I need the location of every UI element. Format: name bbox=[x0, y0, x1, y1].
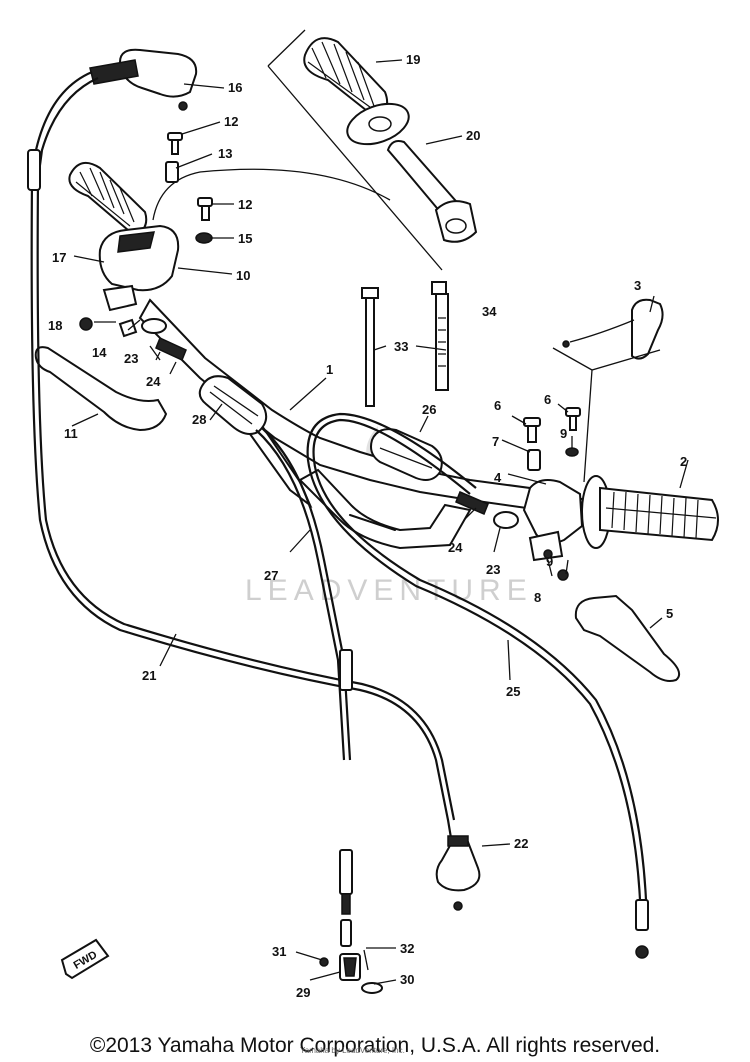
left-lever-holder bbox=[98, 224, 180, 312]
callout-6b: 6 bbox=[544, 392, 551, 407]
callout-27: 27 bbox=[264, 568, 278, 583]
crossbar-pad bbox=[370, 428, 443, 481]
grip-exploded bbox=[303, 37, 410, 146]
right-lever bbox=[574, 594, 680, 682]
throttle-tube bbox=[386, 140, 478, 243]
callout-2: 2 bbox=[680, 454, 687, 469]
callout-11: 11 bbox=[64, 426, 78, 441]
callout-34: 34 bbox=[482, 304, 497, 319]
callout-25: 25 bbox=[506, 684, 520, 699]
cables bbox=[27, 70, 649, 959]
callout-24b: 24 bbox=[448, 540, 463, 555]
footer-subtext: Yamaha by LeadVenture, Inc. bbox=[300, 1046, 405, 1055]
callout-9b: 9 bbox=[546, 554, 553, 569]
callout-13: 13 bbox=[218, 146, 232, 161]
callout-32: 32 bbox=[400, 941, 414, 956]
left-lever bbox=[34, 346, 168, 432]
callout-7: 7 bbox=[492, 434, 499, 449]
leader-lines bbox=[71, 59, 689, 985]
callout-29: 29 bbox=[296, 985, 310, 1000]
callout-30: 30 bbox=[400, 972, 414, 987]
callout-24a: 24 bbox=[146, 374, 161, 389]
callout-labels: 16 12 13 12 15 10 17 18 14 23 24 11 28 1… bbox=[48, 52, 687, 1000]
callout-8: 8 bbox=[534, 590, 541, 605]
callout-18: 18 bbox=[48, 318, 62, 333]
callout-31: 31 bbox=[272, 944, 286, 959]
callout-23b: 23 bbox=[486, 562, 500, 577]
callout-4: 4 bbox=[494, 470, 502, 485]
callout-19: 19 bbox=[406, 52, 420, 67]
callout-1: 1 bbox=[326, 362, 333, 377]
callout-15: 15 bbox=[238, 231, 252, 246]
callout-16: 16 bbox=[228, 80, 242, 95]
callout-10: 10 bbox=[236, 268, 250, 283]
callout-12b: 12 bbox=[238, 197, 252, 212]
callout-21: 21 bbox=[142, 668, 156, 683]
callout-20: 20 bbox=[466, 128, 480, 143]
throttle-housing bbox=[89, 48, 198, 111]
callout-28: 28 bbox=[192, 412, 206, 427]
callout-12a: 12 bbox=[224, 114, 238, 129]
callout-5: 5 bbox=[666, 606, 673, 621]
callout-17: 17 bbox=[52, 250, 66, 265]
left-grip bbox=[68, 161, 148, 238]
handlebar-pad bbox=[198, 375, 268, 435]
right-grip bbox=[581, 475, 719, 549]
callout-3: 3 bbox=[634, 278, 641, 293]
fasteners bbox=[79, 132, 581, 559]
callout-9a: 9 bbox=[560, 426, 567, 441]
copyright-footer: ©2013 Yamaha Motor Corporation, U.S.A. A… bbox=[89, 1034, 661, 1057]
fwd-arrow: FWD bbox=[60, 938, 110, 980]
callout-6a: 6 bbox=[494, 398, 501, 413]
switch bbox=[552, 298, 664, 483]
parts-diagram: LEADVENTURE bbox=[27, 29, 719, 1000]
right-lever-holder bbox=[522, 479, 584, 581]
callout-26: 26 bbox=[422, 402, 436, 417]
callout-22: 22 bbox=[514, 836, 528, 851]
callout-14: 14 bbox=[92, 345, 107, 360]
cable-end-parts bbox=[319, 949, 383, 994]
callout-23a: 23 bbox=[124, 351, 138, 366]
callout-33: 33 bbox=[394, 339, 408, 354]
cable-ties bbox=[361, 281, 449, 407]
watermark-text: LEADVENTURE bbox=[245, 574, 533, 607]
